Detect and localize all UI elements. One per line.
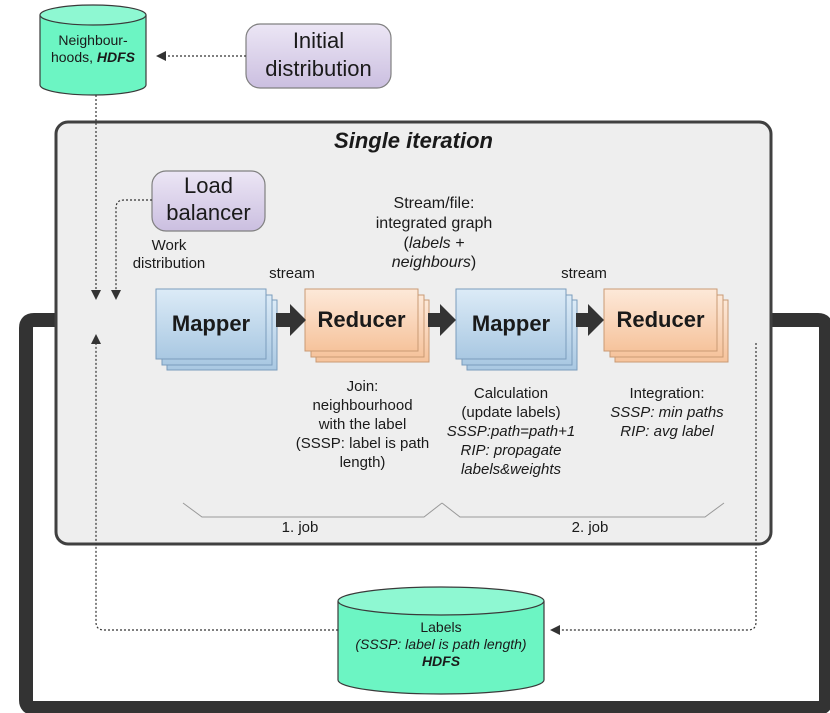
join-note-line2: neighbourhood bbox=[312, 397, 413, 415]
hdfs-bottom-line2: (SSSP: label is path length) bbox=[355, 636, 527, 653]
load-balancer-box bbox=[151, 170, 266, 232]
job2-brace bbox=[441, 502, 725, 518]
integrated-graph-label: Stream/file: integrated graph (labels + … bbox=[358, 194, 510, 273]
hdfs-top-line2: hoods, bbox=[50, 49, 97, 66]
join-note-line1: Join: bbox=[346, 378, 379, 395]
integrated-graph-line1: Stream/file: bbox=[393, 195, 475, 212]
integrated-graph-line2: integrated graph bbox=[375, 214, 493, 232]
mapper1-to-reducer1-arrow bbox=[276, 304, 306, 336]
work-distribution-line2: distribution bbox=[132, 255, 206, 273]
feedback-loop-arrow bbox=[19, 313, 830, 713]
mapper2-stack bbox=[455, 288, 578, 371]
mapper2-to-reducer2-arrow bbox=[576, 304, 604, 336]
iteration-title: Single iteration bbox=[334, 128, 493, 153]
hdfs-top-cylinder bbox=[39, 4, 147, 96]
calculation-note: Calculation (update labels) SSSP:path=pa… bbox=[432, 384, 590, 479]
calc-note-line4: RIP: propagate bbox=[460, 442, 562, 460]
integrated-graph-close: ) bbox=[470, 254, 477, 272]
integrated-graph-emph2: neighbours bbox=[391, 254, 471, 272]
reducer1-label: Reducer bbox=[317, 307, 406, 332]
calc-note-line2: (update labels) bbox=[461, 404, 561, 422]
load-balancer-label: Load balancer bbox=[152, 173, 265, 227]
hdfs-top-line1: Neighbour- bbox=[58, 32, 128, 48]
load-balancer-line2: balancer bbox=[166, 199, 251, 225]
mapper2-label: Mapper bbox=[471, 311, 551, 336]
hdfs-bottom-label: Labels (SSSP: label is path length) HDFS bbox=[338, 619, 544, 670]
reducer1-stack bbox=[304, 288, 430, 363]
integration-note-line1: Integration: bbox=[629, 385, 705, 402]
mapper1-stack bbox=[155, 288, 278, 371]
join-note-line3: with the label bbox=[318, 416, 407, 434]
initial-distribution-label: Initial distribution bbox=[246, 27, 391, 82]
hdfs-top-label: Neighbour- hoods, HDFS bbox=[40, 32, 146, 66]
calc-note-line3: SSSP:path=path+1 bbox=[446, 423, 576, 441]
job1-brace bbox=[182, 502, 443, 518]
join-note-line4: (SSSP: label is path bbox=[295, 435, 430, 453]
reducer-to-labels-arrow bbox=[550, 343, 757, 635]
labels-to-mapper-arrow bbox=[91, 334, 338, 631]
job1-label: 1. job bbox=[281, 519, 319, 536]
calc-note-line5: labels&weights bbox=[460, 461, 562, 479]
hdfs-top-emph: HDFS bbox=[96, 49, 136, 66]
integration-note: Integration: SSSP: min paths RIP: avg la… bbox=[592, 384, 742, 441]
hdfs-bottom-line1: Labels bbox=[420, 619, 462, 635]
balancer-to-mapper-arrow bbox=[111, 199, 152, 300]
reducer2-stack bbox=[603, 288, 729, 363]
join-note: Join: neighbourhood with the label (SSSP… bbox=[275, 377, 450, 472]
work-distribution-line1: Work bbox=[151, 237, 187, 254]
load-balancer-line1: Load bbox=[184, 173, 233, 198]
reducer2-label: Reducer bbox=[616, 307, 705, 332]
work-distribution-label: Work distribution bbox=[112, 237, 226, 274]
initial-distribution-line2: distribution bbox=[265, 55, 372, 81]
initial-distribution-line1: Initial bbox=[292, 28, 345, 53]
hdfs-bottom-line3: HDFS bbox=[421, 653, 461, 670]
integrated-graph-open: ( bbox=[403, 234, 409, 252]
stream-label-2: stream bbox=[561, 265, 607, 282]
mapper1-label: Mapper bbox=[171, 311, 251, 336]
reducer1-to-mapper2-arrow bbox=[428, 304, 456, 336]
job2-label: 2. job bbox=[571, 519, 609, 536]
integrated-graph-emph1: labels + bbox=[408, 234, 465, 252]
integration-note-line3: RIP: avg label bbox=[620, 423, 714, 441]
hdfs-bottom-cylinder bbox=[337, 586, 545, 695]
join-note-line5: length) bbox=[339, 454, 386, 472]
calc-note-line1: Calculation bbox=[473, 385, 549, 402]
integration-note-line2: SSSP: min paths bbox=[610, 404, 724, 422]
stream-label-1: stream bbox=[269, 265, 315, 282]
